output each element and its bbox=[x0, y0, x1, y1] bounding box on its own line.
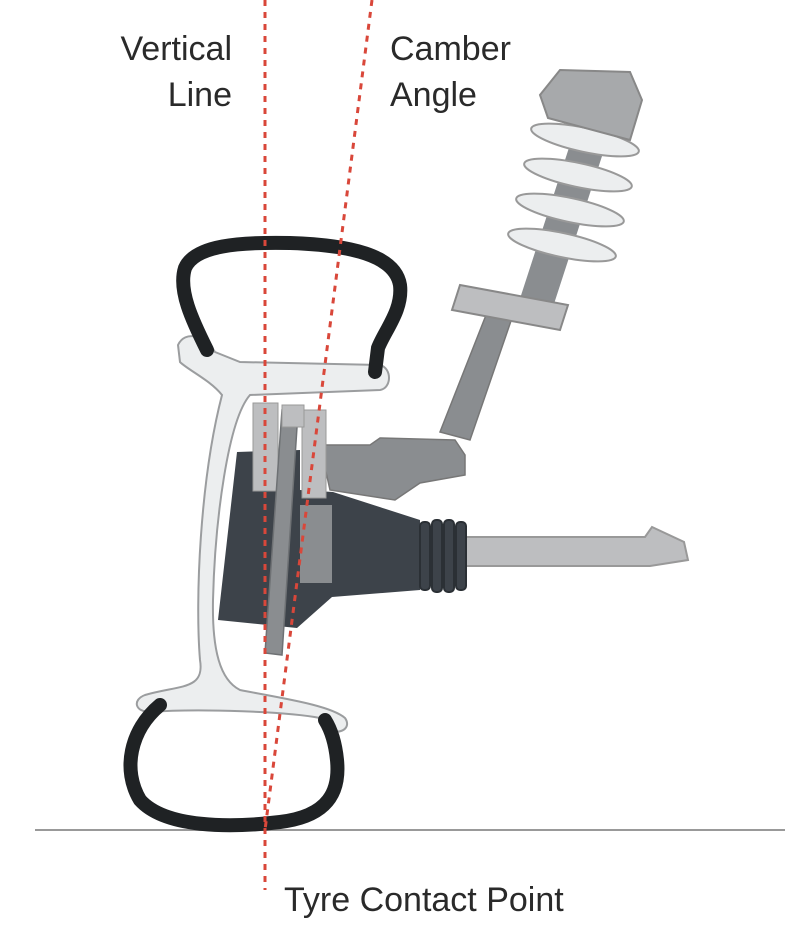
tyre-bottom bbox=[123, 698, 345, 833]
tyre-top bbox=[176, 235, 408, 379]
vertical-line-label: Vertical Line bbox=[32, 26, 233, 118]
camber-angle-label-1: Camber bbox=[390, 30, 511, 68]
spring-strut bbox=[438, 68, 644, 441]
camber-angle-label-2: Angle bbox=[390, 76, 477, 114]
vertical-line-label-1: Vertical bbox=[120, 30, 233, 68]
camber-angle-line bbox=[263, 0, 374, 831]
hub-knuckle bbox=[218, 402, 467, 656]
wheel-rim bbox=[135, 335, 390, 733]
tyre-contact-point-label: Tyre Contact Point bbox=[284, 881, 564, 919]
vertical-line-label-2: Line bbox=[167, 76, 232, 114]
upper-arm bbox=[319, 437, 466, 501]
camber-angle-label: Camber Angle bbox=[390, 26, 511, 118]
drive-shaft bbox=[464, 525, 690, 567]
